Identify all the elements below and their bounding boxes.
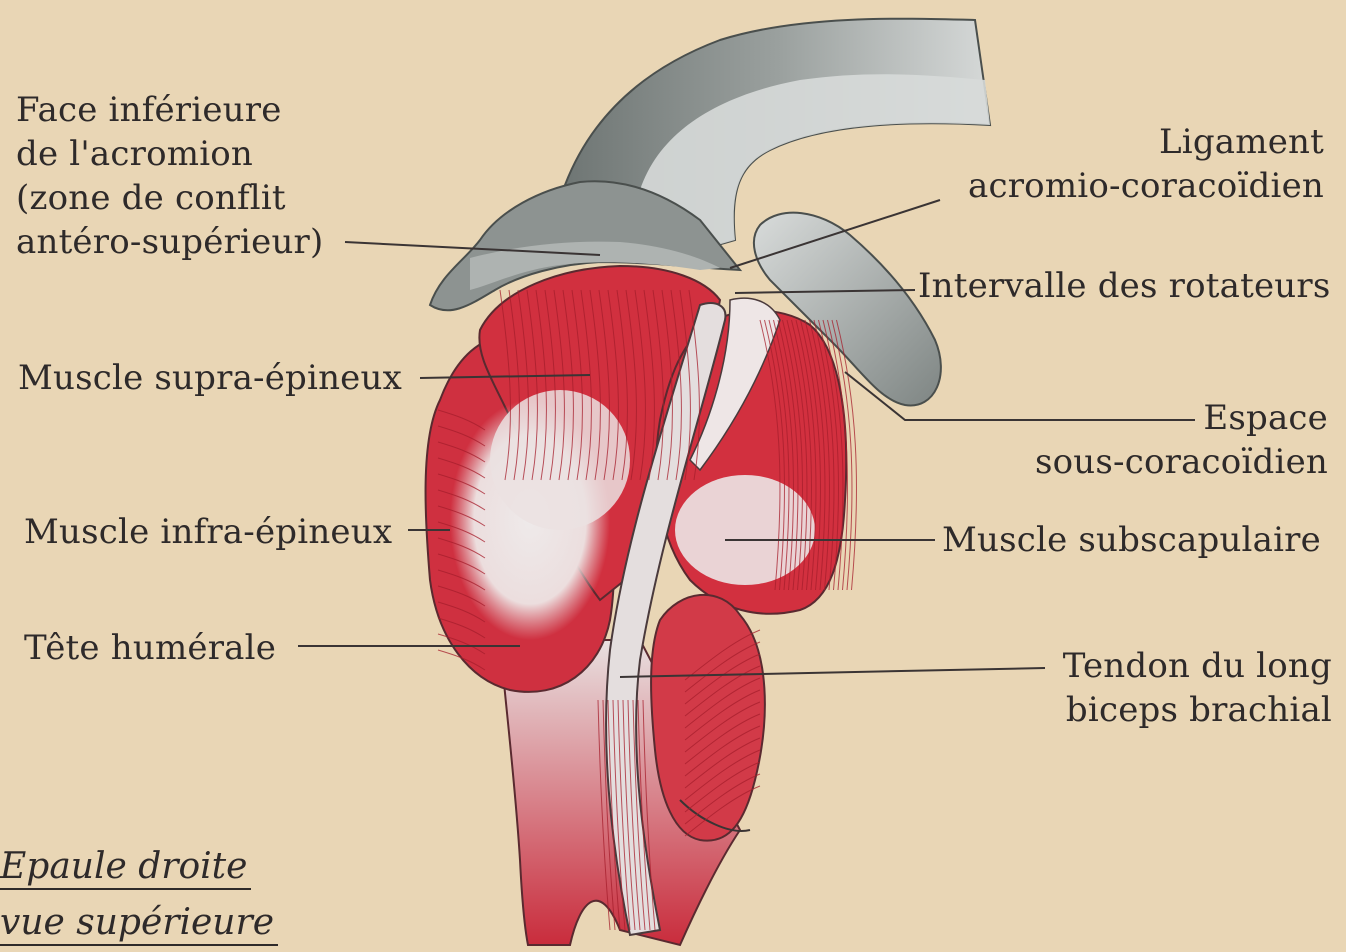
label-intervalle-des-rotateurs: Intervalle des rotateurs xyxy=(918,264,1331,308)
caption-vue-superieure: vue supérieure xyxy=(0,902,278,946)
label-line: Tendon du long xyxy=(1063,644,1332,688)
label-line: antéro-supérieur) xyxy=(16,220,323,264)
label-espace-sous-coracoidien: Espace sous-coracoïdien xyxy=(1035,396,1328,484)
label-line: Espace xyxy=(1035,396,1328,440)
label-muscle-supra-epineux: Muscle supra-épineux xyxy=(18,356,402,400)
label-tete-humerale: Tête humérale xyxy=(24,626,276,670)
label-line: Ligament xyxy=(968,120,1324,164)
label-muscle-subscapulaire: Muscle subscapulaire xyxy=(942,518,1321,562)
label-line: acromio-coracoïdien xyxy=(968,164,1324,208)
label-face-inferieure-acromion: Face inférieure de l'acromion (zone de c… xyxy=(16,88,323,264)
caption-epaule-droite: Epaule droite xyxy=(0,846,251,890)
lesser-tuberosity xyxy=(651,595,765,841)
label-muscle-infra-epineux: Muscle infra-épineux xyxy=(24,510,392,554)
label-line: Face inférieure xyxy=(16,88,323,132)
label-line: biceps brachial xyxy=(1063,688,1332,732)
label-tendon-long-biceps: Tendon du long biceps brachial xyxy=(1063,644,1332,732)
label-line: (zone de conflit xyxy=(16,176,323,220)
label-ligament-acromio-coracoidien: Ligament acromio-coracoïdien xyxy=(968,120,1324,208)
label-line: sous-coracoïdien xyxy=(1035,440,1328,484)
label-line: de l'acromion xyxy=(16,132,323,176)
